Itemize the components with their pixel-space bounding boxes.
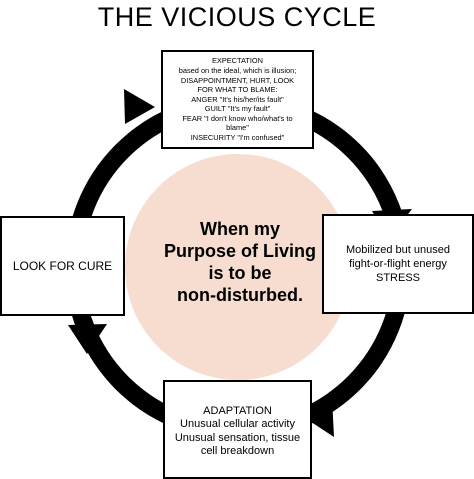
- stress-box: Mobilized but unused fight-or-flight ene…: [322, 214, 474, 314]
- center-line: non-disturbed.: [177, 285, 303, 305]
- center-circle: [125, 154, 351, 380]
- adaptation-box: ADAPTATION Unusual cellular activity Unu…: [163, 380, 312, 479]
- box-line: DISAPPOINTMENT, HURT, LOOK: [180, 75, 295, 85]
- arrowhead-bottom-left: [68, 324, 107, 354]
- box-line: INSECURITY "I'm confused": [190, 133, 285, 143]
- box-line: fight-or-flight energy: [349, 258, 447, 270]
- center-line: is to be: [208, 263, 272, 283]
- box-line: STRESS: [375, 272, 420, 284]
- box-line: FEAR "I don't know who/what's to: [182, 113, 293, 123]
- box-line: blame": [226, 123, 249, 133]
- box-line: Unusual sensation, tissue: [174, 431, 301, 444]
- center-line: When my: [199, 219, 280, 239]
- box-line: GUILT "It's my fault": [204, 104, 271, 114]
- diagram-title: THE VICIOUS CYCLE: [97, 2, 377, 32]
- box-line: based on the ideal, which is illusion;: [178, 65, 297, 75]
- box-line: ADAPTATION: [203, 404, 272, 417]
- look-for-cure-box: LOOK FOR CURE: [0, 216, 125, 316]
- box-line: Unusual cellular activity: [180, 418, 295, 430]
- box-line: LOOK FOR CURE: [12, 259, 113, 273]
- center-statement: When my Purpose of Living is to be non-d…: [150, 218, 330, 306]
- box-line: cell breakdown: [200, 445, 275, 457]
- center-line: Purpose of Living: [163, 241, 316, 261]
- box-line: ANGER "It's his/her/its fault": [191, 94, 284, 104]
- box-line: FOR WHAT TO BLAME:: [197, 85, 278, 95]
- arrowhead-top-left: [124, 89, 155, 124]
- expectation-box: EXPECTATION based on the ideal, which is…: [161, 50, 314, 149]
- box-line: EXPECTATION: [211, 56, 264, 66]
- box-line: Mobilized but unused: [346, 244, 450, 256]
- arrowhead-bottom-right: [302, 398, 334, 437]
